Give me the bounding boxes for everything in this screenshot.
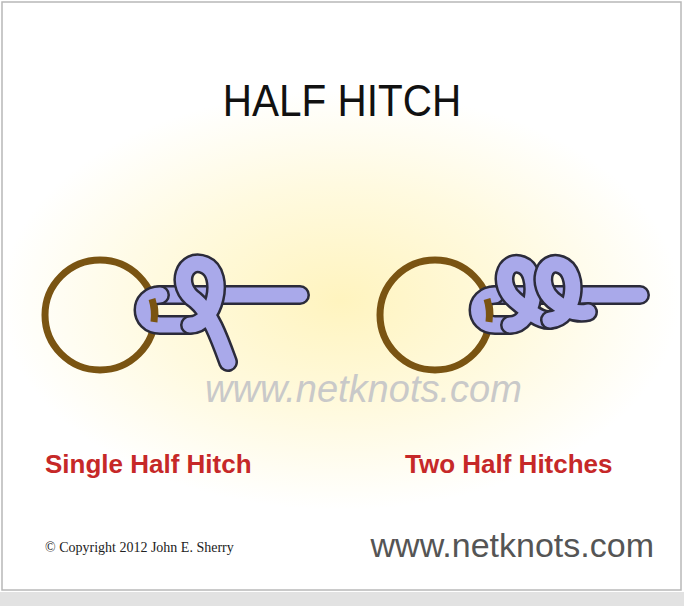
single-half-hitch xyxy=(45,260,300,370)
copyright-note: © Copyright 2012 John E. Sherry xyxy=(45,540,234,556)
knot-name: Two Half Hitches xyxy=(405,450,613,480)
background-glow xyxy=(0,90,680,510)
website-url: www.netknots.com xyxy=(371,526,654,565)
two-half-hitches xyxy=(380,260,640,370)
title: HALF HITCH xyxy=(27,76,656,127)
watermark: www.netknots.com xyxy=(205,368,522,412)
knot-name: Single Half Hitch xyxy=(45,450,252,480)
frame xyxy=(2,2,681,590)
bottom-band xyxy=(0,592,684,606)
